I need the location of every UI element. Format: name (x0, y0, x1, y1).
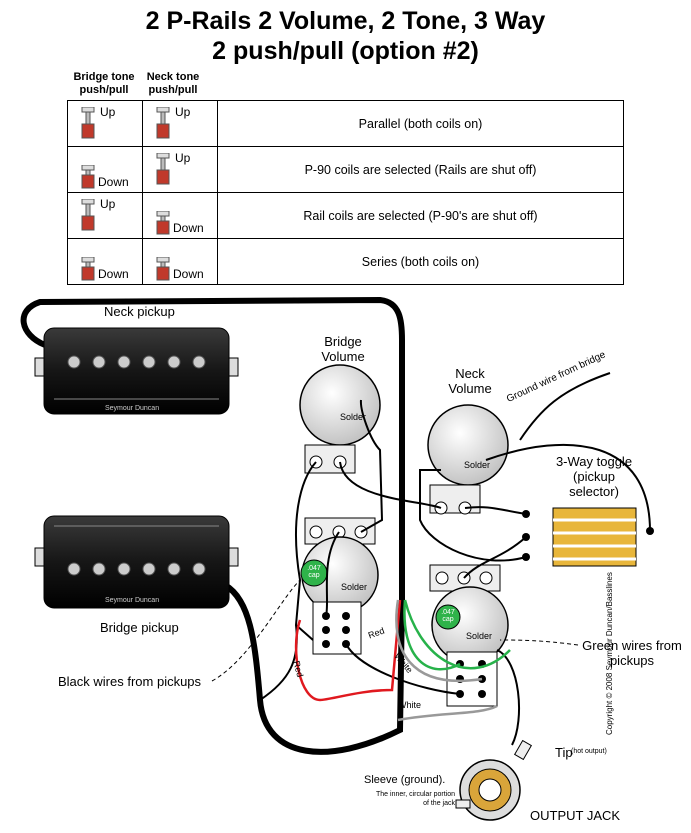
three-way-toggle (522, 507, 654, 567)
mode-description: Series (both coils on) (217, 238, 624, 285)
neck-pickup-lead (20, 296, 405, 600)
position-label: Down (98, 175, 129, 189)
bridge-volume-label: Bridge Volume (321, 334, 365, 364)
neck-pickup-label: Neck pickup (104, 304, 175, 319)
bridge-pickup-brand: Seymour Duncan (105, 597, 160, 604)
cap-label: .047 cap (441, 609, 455, 623)
pole-pieces (67, 355, 206, 369)
cap-label: .047 cap (307, 565, 321, 579)
push-pull-up-icon (156, 107, 170, 139)
toggle-label: 3-Way toggle (pickup selector) (555, 454, 633, 499)
push-pull-down-icon (81, 257, 95, 281)
push-pull-down-icon (156, 211, 170, 235)
neck-pickup-brand: Seymour Duncan (105, 405, 160, 412)
position-label: Up (100, 105, 116, 119)
output-jack-label: OUTPUT JACK (530, 808, 621, 823)
bridge-pickup (34, 515, 239, 609)
mode-description: P-90 coils are selected (Rails are shut … (217, 146, 624, 193)
bridge-switch-cell: Down (67, 146, 143, 193)
switch-mode-table: Up Up Parallel (both coils on) Down Up P… (67, 100, 624, 285)
table-row: Up Down Rail coils are selected (P-90's … (67, 192, 624, 239)
bridge-pickup-lead (223, 582, 405, 755)
solder-label: Solder (340, 412, 367, 422)
neck-switch-cell: Up (142, 146, 218, 193)
push-pull-up-icon (81, 107, 95, 139)
table-row: Down Down Series (both coils on) (67, 238, 624, 285)
push-pull-down-icon (81, 165, 95, 189)
circuit-wires (259, 372, 651, 746)
neck-volume-label: Neck Volume (448, 366, 492, 396)
bridge-pickup-label: Bridge pickup (100, 620, 179, 635)
tip-label: Tip (555, 745, 573, 760)
sleeve-label: Sleeve (ground). (364, 774, 446, 786)
bridge-tone-header: Bridge tone push/pull (73, 71, 135, 96)
position-label: Up (100, 197, 116, 211)
black-wires-label: Black wires from pickups (58, 674, 202, 689)
copyright-notice: Copyright © 2008 Seymour Duncan/Bassline… (605, 572, 614, 735)
bridge-switch-cell: Up (67, 192, 143, 239)
push-pull-up-icon (156, 153, 170, 185)
colored-wires (294, 599, 511, 722)
push-pull-up-icon (81, 199, 95, 231)
green-wires-label: Green wires from pickups (582, 638, 682, 668)
output-jack (455, 739, 533, 821)
neck-switch-cell: Up (142, 100, 218, 147)
neck-switch-cell: Down (142, 238, 218, 285)
position-label: Down (173, 221, 204, 235)
position-label: Up (175, 105, 191, 119)
tip-sub-label: (hot output) (571, 748, 607, 755)
solder-label: Solder (464, 460, 491, 470)
diagram-title-line2: 2 push/pull (option #2) (212, 37, 479, 65)
pole-pieces (67, 562, 206, 576)
sleeve-sub-label: The inner, circular portion of the jack (376, 791, 455, 807)
push-pull-down-icon (156, 257, 170, 281)
neck-tone-header: Neck tone push/pull (146, 71, 200, 96)
neck-tone-cap (435, 604, 461, 630)
solder-label: Solder (341, 582, 368, 592)
bridge-volume-pot (299, 364, 381, 474)
white-wire-label: White (398, 700, 422, 710)
neck-switch-cell: Down (142, 192, 218, 239)
table-row: Up Up Parallel (both coils on) (67, 100, 624, 147)
position-label: Down (98, 267, 129, 281)
neck-pickup (34, 327, 239, 415)
mode-description: Parallel (both coils on) (217, 100, 624, 147)
diagram-title-line1: 2 P-Rails 2 Volume, 2 Tone, 3 Way (145, 7, 546, 35)
position-label: Up (175, 151, 191, 165)
table-row: Down Up P-90 coils are selected (Rails a… (67, 146, 624, 193)
position-label: Down (173, 267, 204, 281)
solder-label: Solder (466, 631, 493, 641)
callout-lines (211, 579, 579, 682)
